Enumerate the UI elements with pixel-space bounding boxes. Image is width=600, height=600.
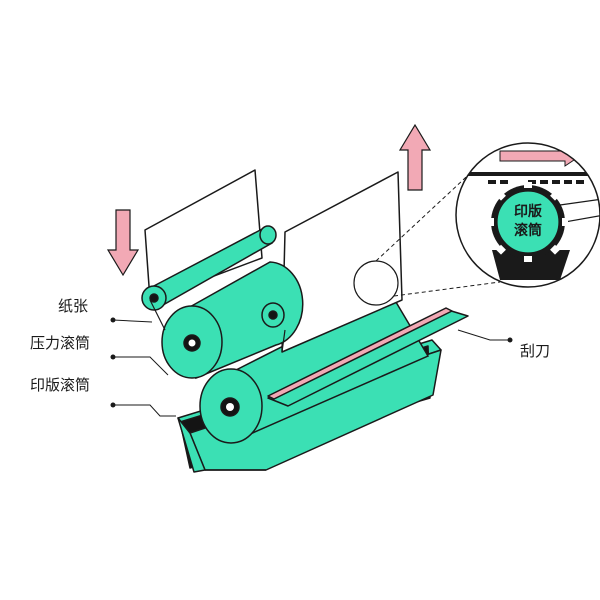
paper-web-left-segment [149, 299, 166, 331]
label-pressure-roller: 压力滚筒 [30, 334, 90, 352]
zoom-circle-border [455, 142, 600, 288]
doctor-blade-edge [267, 307, 453, 400]
label-doctor-blade-leader [457, 329, 510, 341]
label-pressure-roller-leader [113, 356, 169, 376]
pressure-roller-axle-hole [188, 339, 196, 347]
zoom-label-line1: 印版 [514, 203, 542, 220]
zoom-roller-grooves [488, 182, 568, 262]
arrow-down-icon [106, 209, 140, 277]
label-pressure-roller-group: 压力滚筒 [30, 334, 169, 376]
guide-roller-left-axle [149, 293, 159, 303]
paper-sheet-left-face [144, 169, 263, 301]
doctor-blade [267, 307, 469, 407]
label-printing-roller-leader [113, 404, 176, 417]
label-paper: 纸张 [58, 297, 88, 315]
paper-in-arrow [106, 209, 140, 277]
label-paper-group: 纸张 [58, 297, 153, 323]
paper-web-path [149, 299, 286, 353]
zoom-roller-face [496, 190, 560, 254]
label-paper-leader [112, 319, 153, 323]
guide-roller-right-axle [268, 310, 278, 320]
paper-sheet-left [144, 169, 263, 301]
printing-roller-axle-hole [226, 403, 234, 411]
zoom-leader-lower [393, 281, 501, 297]
zoom-leader-upper [375, 165, 479, 262]
zoom-ink-dots [488, 180, 584, 184]
label-doctor-blade: 刮刀 [520, 342, 550, 360]
label-doctor-blade-dot [507, 337, 513, 343]
arrow-up-icon [398, 123, 432, 191]
guide-roller-left [141, 225, 277, 311]
label-printing-roller-group: 印版滚筒 [30, 376, 176, 417]
pressure-roller [161, 261, 304, 380]
paper-out-arrow [398, 123, 432, 191]
guide-roller-right [261, 302, 285, 328]
zoom-paper-line [456, 172, 600, 176]
guide-roller-left-far-end [259, 225, 277, 245]
zoom-callout: 印版 滚筒 [353, 142, 600, 306]
zoom-ink-trough [492, 250, 570, 280]
paper-web-right-segment [281, 329, 286, 353]
zoom-label-line2: 滚筒 [514, 222, 542, 239]
label-printing-roller: 印版滚筒 [30, 376, 90, 394]
label-doctor-blade-group: 刮刀 [457, 329, 550, 360]
